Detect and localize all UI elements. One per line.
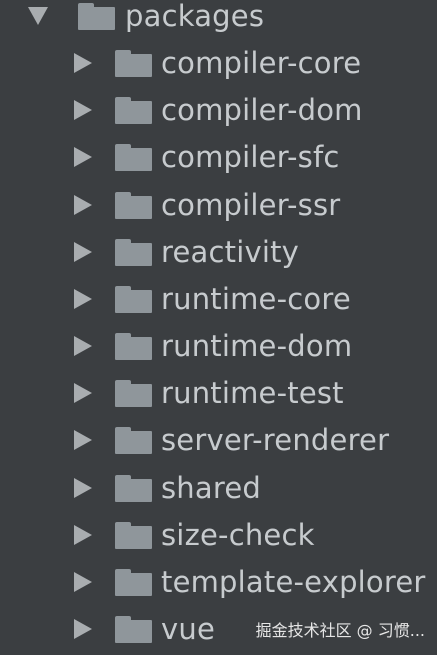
folder-icon	[115, 615, 152, 643]
tree-item-compiler-core[interactable]: compiler-core	[0, 43, 361, 83]
chevron-right-icon[interactable]	[74, 53, 92, 73]
chevron-right-icon[interactable]	[74, 289, 92, 309]
folder-icon	[115, 285, 152, 313]
folder-icon	[78, 2, 115, 30]
chevron-right-icon[interactable]	[74, 525, 92, 545]
chevron-right-icon[interactable]	[74, 100, 92, 120]
tree-item-label: template-explorer	[161, 565, 426, 599]
chevron-right-icon[interactable]	[74, 478, 92, 498]
tree-item-label: server-renderer	[161, 423, 390, 457]
folder-icon	[115, 96, 152, 124]
folder-icon	[115, 191, 152, 219]
folder-icon	[115, 521, 152, 549]
tree-item-label: compiler-core	[161, 46, 362, 80]
tree-item-label: compiler-dom	[161, 93, 363, 127]
folder-icon	[115, 49, 152, 77]
chevron-down-icon[interactable]	[28, 7, 48, 25]
chevron-right-icon[interactable]	[74, 336, 92, 356]
folder-icon	[115, 143, 152, 171]
tree-item-server-renderer[interactable]: server-renderer	[0, 420, 389, 460]
folder-icon	[115, 379, 152, 407]
tree-item-label: shared	[161, 471, 261, 505]
tree-item-runtime-test[interactable]: runtime-test	[0, 373, 344, 413]
tree-item-compiler-dom[interactable]: compiler-dom	[0, 90, 363, 130]
tree-item-label: runtime-test	[161, 376, 344, 410]
tree-item-label: reactivity	[161, 235, 300, 269]
folder-icon	[115, 474, 152, 502]
chevron-right-icon[interactable]	[74, 242, 92, 262]
tree-item-size-check[interactable]: size-check	[0, 515, 315, 555]
tree-item-reactivity[interactable]: reactivity	[0, 232, 299, 272]
tree-item-runtime-dom[interactable]: runtime-dom	[0, 326, 352, 366]
tree-item-template-explorer[interactable]: template-explorer	[0, 562, 426, 602]
chevron-right-icon[interactable]	[74, 195, 92, 215]
tree-item-shared[interactable]: shared	[0, 468, 261, 508]
tree-item-label: runtime-core	[161, 282, 351, 316]
tree-item-label: vue	[161, 612, 215, 646]
chevron-right-icon[interactable]	[74, 383, 92, 403]
tree-item-compiler-ssr[interactable]: compiler-ssr	[0, 185, 340, 225]
folder-icon	[115, 238, 152, 266]
folder-icon	[115, 426, 152, 454]
tree-item-compiler-sfc[interactable]: compiler-sfc	[0, 137, 340, 177]
tree-root-label: packages	[125, 0, 265, 33]
tree-root-row[interactable]: packages	[0, 0, 264, 36]
chevron-right-icon[interactable]	[74, 147, 92, 167]
tree-item-runtime-core[interactable]: runtime-core	[0, 279, 351, 319]
chevron-right-icon[interactable]	[74, 430, 92, 450]
chevron-right-icon[interactable]	[74, 572, 92, 592]
tree-item-label: compiler-ssr	[161, 188, 341, 222]
tree-item-label: size-check	[161, 518, 315, 552]
tree-item-vue[interactable]: vue	[0, 609, 215, 649]
watermark-text: 掘金技术社区 @ 习惯...	[255, 621, 425, 640]
tree-item-label: compiler-sfc	[161, 140, 340, 174]
folder-icon	[115, 568, 152, 596]
chevron-right-icon[interactable]	[74, 619, 92, 639]
folder-icon	[115, 332, 152, 360]
tree-item-label: runtime-dom	[161, 329, 353, 363]
